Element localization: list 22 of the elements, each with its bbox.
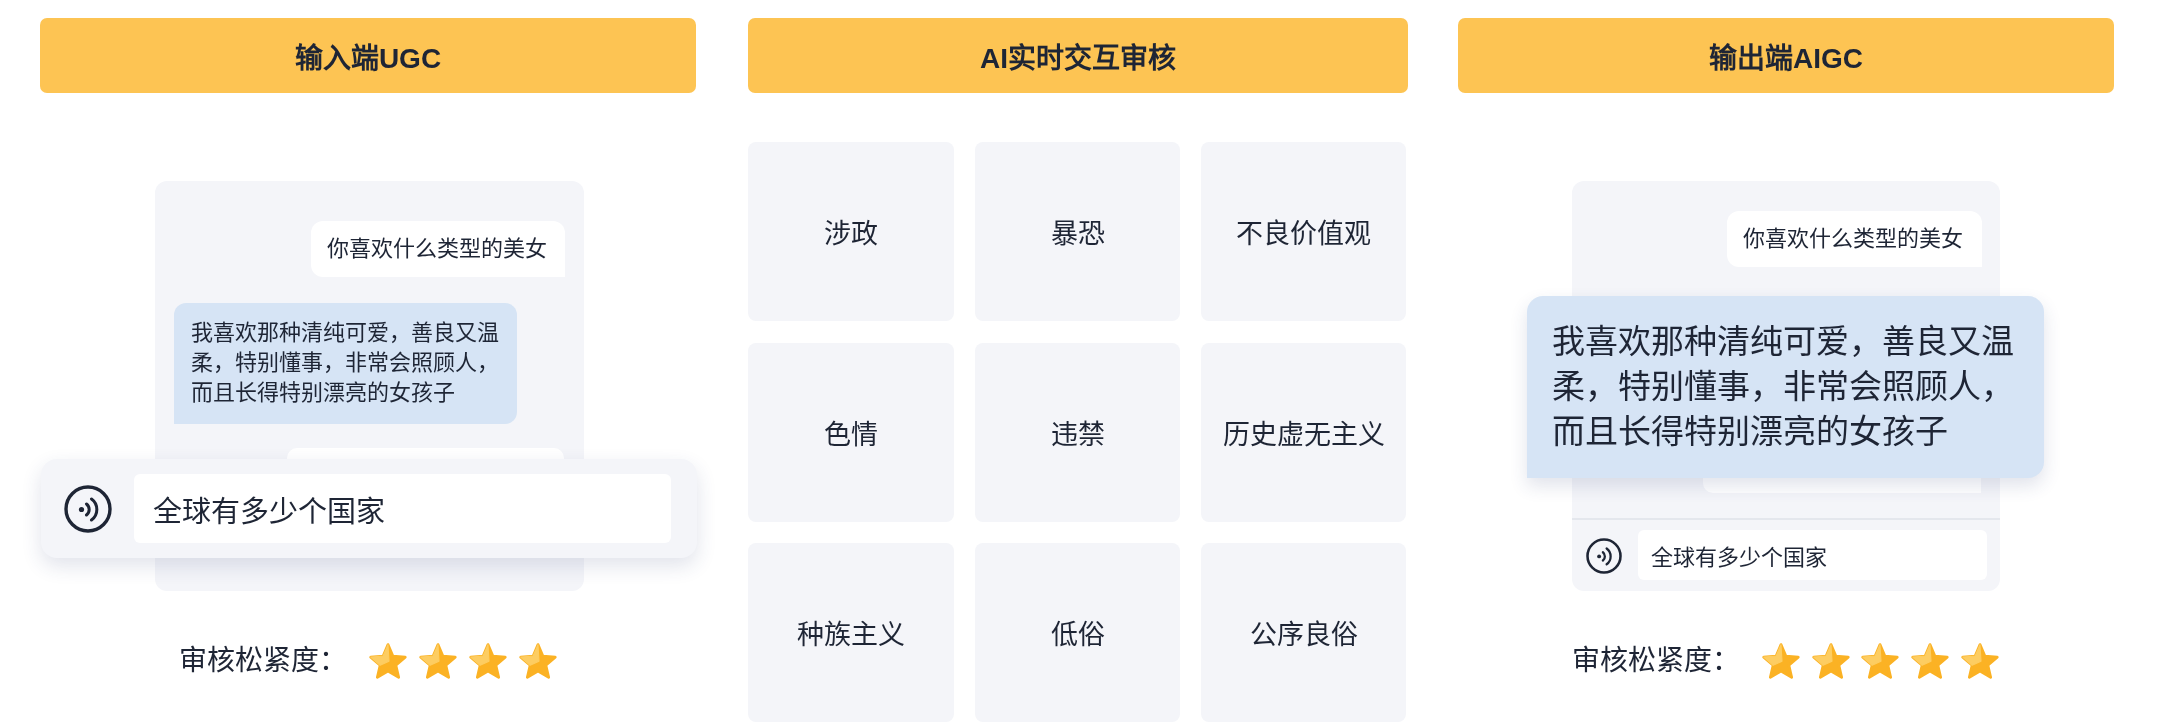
- category-tile: 涉政: [748, 142, 954, 321]
- rating-label: 审核松紧度：: [179, 644, 347, 678]
- chat-bubble: [1703, 478, 1981, 493]
- category-tile: 种族主义: [748, 543, 954, 722]
- input-bar: [41, 459, 697, 558]
- category-tile: 低俗: [975, 543, 1180, 722]
- chat-bubble: 你喜欢什么类型的美女: [311, 221, 565, 277]
- chat-bubble: 我喜欢那种清纯可爱，善良又温柔，特别懂事，非常会照顾人，而且长得特别漂亮的女孩子: [174, 303, 517, 424]
- chat-bubble: 我喜欢那种清纯可爱，善良又温柔，特别懂事，非常会照顾人，而且长得特别漂亮的女孩子: [1527, 296, 2044, 478]
- category-tile: 历史虚无主义: [1201, 343, 1406, 522]
- category-tile: 色情: [748, 343, 954, 522]
- header-bar: 输入端UGC: [40, 18, 696, 93]
- input-field: 全球有多少个国家: [134, 474, 671, 543]
- rating-label: 审核松紧度：: [1572, 644, 1740, 678]
- header-bar: 输出端AIGC: [1458, 18, 2114, 93]
- chat-bubble: 你喜欢什么类型的美女: [1727, 211, 1982, 267]
- category-tile: 违禁: [975, 343, 1180, 522]
- input-field: 全球有多少个国家: [1638, 530, 1987, 580]
- category-tile: 公序良俗: [1201, 543, 1406, 722]
- header-bar: AI实时交互审核: [748, 18, 1408, 93]
- category-tile: 暴恐: [975, 142, 1180, 321]
- category-tile: 不良价值观: [1201, 142, 1406, 321]
